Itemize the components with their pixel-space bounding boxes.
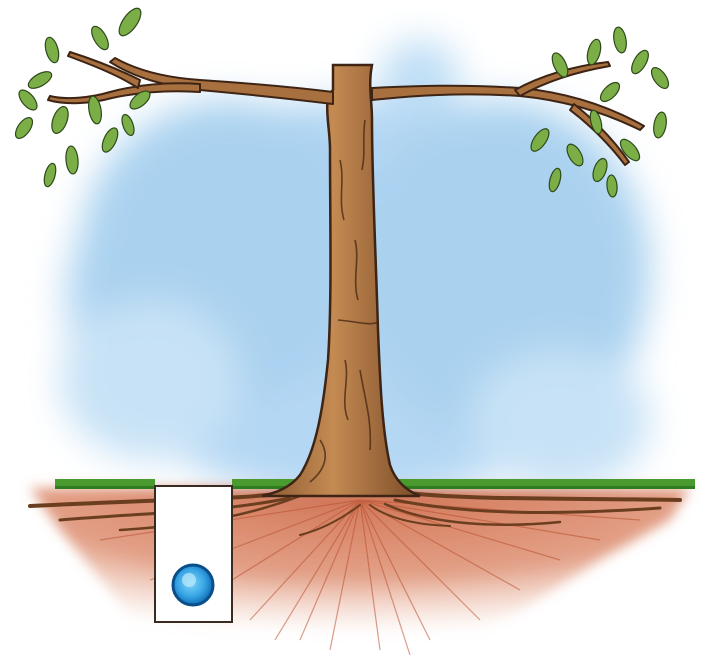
trench — [155, 486, 232, 622]
